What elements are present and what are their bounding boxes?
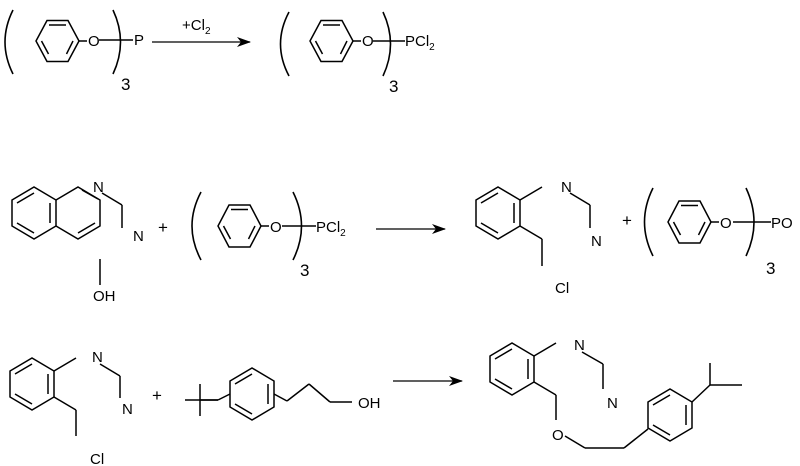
reaction-arrow: +Cl2 bbox=[152, 17, 251, 47]
chloroquinazoline-product: N N Cl bbox=[475, 179, 602, 297]
triphenyl-phosphate-product: O PO 3 bbox=[643, 187, 793, 278]
ether-chain bbox=[564, 435, 586, 449]
reaction-1: O P 3 +Cl2 O P bbox=[4, 9, 435, 96]
oxygen-label: O bbox=[270, 219, 282, 236]
count-subscript: 3 bbox=[766, 259, 775, 278]
count-subscript: 3 bbox=[389, 77, 398, 96]
nitrogen-top-label: N bbox=[93, 179, 104, 196]
phosphorus-label: P bbox=[134, 32, 144, 49]
benzene-ring bbox=[475, 186, 521, 240]
benzene-ring bbox=[647, 388, 693, 442]
plus-sign: + bbox=[158, 218, 168, 237]
left-parenthesis bbox=[279, 11, 290, 77]
tert-butyl-group bbox=[185, 384, 218, 416]
phenyl-ring bbox=[309, 19, 354, 63]
right-parenthesis bbox=[112, 9, 122, 75]
left-parenthesis bbox=[191, 191, 202, 261]
phosphorus-dichloride-reactant: O PCl2 3 bbox=[191, 191, 346, 280]
chloro-label: Cl bbox=[90, 451, 104, 466]
pcl2-label: PCl2 bbox=[405, 33, 435, 53]
benzene-ring bbox=[229, 367, 275, 421]
nitrogen-top-label: N bbox=[574, 337, 585, 354]
plus-sign: + bbox=[622, 211, 632, 230]
chloro-label: Cl bbox=[555, 280, 569, 297]
left-parenthesis bbox=[4, 9, 14, 75]
tert-butylphenethyl-alcohol: OH bbox=[185, 367, 381, 421]
benzene-ring bbox=[9, 357, 55, 411]
oxygen-label: O bbox=[720, 215, 732, 232]
nitrogen-right-label: N bbox=[607, 395, 618, 412]
right-parenthesis bbox=[382, 11, 392, 77]
benzene-ring bbox=[11, 186, 57, 240]
nitrogen-right-label: N bbox=[122, 401, 133, 418]
tert-butyl-group bbox=[691, 363, 742, 403]
pyrimidine-ring bbox=[55, 186, 101, 240]
left-parenthesis bbox=[643, 187, 654, 257]
ethyl-chain bbox=[286, 383, 310, 402]
reagent-label: +Cl2 bbox=[182, 17, 211, 37]
quinazoline-ether-product: N N O bbox=[489, 337, 742, 449]
triphenyl-phosphite: O P 3 bbox=[4, 9, 144, 94]
phenyl-ring bbox=[217, 204, 262, 248]
count-subscript: 3 bbox=[121, 75, 130, 94]
hydroxy-label: OH bbox=[358, 395, 381, 412]
reaction-2: N N OH + O PCl2 3 bbox=[11, 178, 793, 305]
nitrogen-top-label: N bbox=[92, 349, 103, 366]
phosphorus-dichloride-product: O PCl2 3 bbox=[279, 11, 435, 96]
phenyl-ring bbox=[667, 200, 712, 244]
pcl2-label: PCl2 bbox=[316, 219, 346, 239]
phenyl-ring bbox=[35, 19, 80, 63]
count-subscript: 3 bbox=[300, 261, 309, 280]
hydroxy-label: OH bbox=[93, 288, 116, 305]
benzene-ring bbox=[489, 342, 535, 396]
nitrogen-top-label: N bbox=[561, 179, 572, 196]
chloroquinazoline-reactant: N N Cl bbox=[9, 349, 133, 466]
plus-sign: + bbox=[152, 386, 162, 405]
ether-oxygen-label: O bbox=[552, 427, 564, 444]
oxygen-label: O bbox=[88, 33, 100, 50]
po-label: PO bbox=[771, 215, 793, 232]
nitrogen-right-label: N bbox=[133, 228, 144, 245]
reaction-3: N N Cl + OH bbox=[9, 337, 742, 466]
nitrogen-right-label: N bbox=[591, 233, 602, 250]
oxygen-label: O bbox=[362, 33, 374, 50]
hydroxyquinazoline: N N OH bbox=[11, 178, 148, 305]
